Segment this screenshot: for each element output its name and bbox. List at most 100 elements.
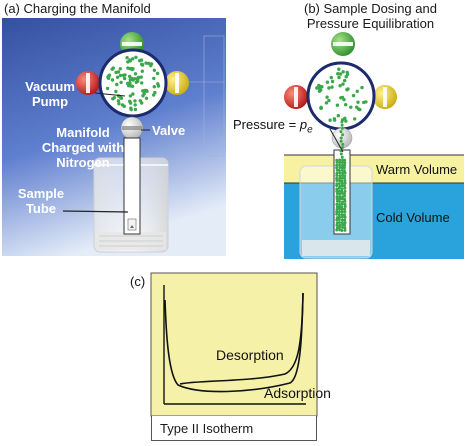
nitrogen-dot xyxy=(144,61,148,65)
nitrogen-dot xyxy=(342,184,346,188)
nitrogen-dot xyxy=(122,76,127,81)
nitrogen-dot xyxy=(335,218,339,222)
nitrogen-dot xyxy=(336,114,340,118)
nitrogen-dot xyxy=(133,107,138,112)
nitrogen-dot xyxy=(343,226,347,230)
nitrogen-molecules-a xyxy=(105,55,161,112)
nitrogen-dot xyxy=(136,75,141,80)
nitrogen-dot xyxy=(343,199,347,203)
nitrogen-dot xyxy=(351,93,356,98)
nitrogen-dot xyxy=(340,205,344,209)
nitrogen-molecules-b xyxy=(315,67,368,123)
panel-b-title: (b) Sample Dosing and Pressure Equilibra… xyxy=(304,1,437,31)
pressure-symbol: p xyxy=(299,117,308,132)
nitrogen-dot xyxy=(335,223,339,227)
nitrogen-dot xyxy=(131,78,135,82)
nitrogen-dot xyxy=(335,212,339,216)
nitrogen-dot xyxy=(116,99,121,103)
nitrogen-dot xyxy=(339,152,343,156)
nitrogen-dot xyxy=(106,75,110,79)
nitrogen-dot xyxy=(343,194,347,198)
nitrogen-dot xyxy=(340,202,344,206)
nitrogen-dot xyxy=(128,94,133,98)
nitrogen-dot xyxy=(341,133,345,137)
panel-c-label: (c) xyxy=(130,274,146,289)
cold-volume-label: Cold Volume xyxy=(376,210,450,225)
nitrogen-dot xyxy=(338,171,342,175)
nitrogen-dot xyxy=(114,70,118,75)
desorption-label: Desorption xyxy=(216,347,284,363)
nitrogen-dot xyxy=(126,66,130,70)
nitrogen-dot xyxy=(133,103,137,107)
pressure-label: Pressure = pe xyxy=(233,117,313,138)
nitrogen-dot xyxy=(343,210,347,214)
nitrogen-dot xyxy=(340,210,344,214)
nitrogen-dot xyxy=(339,96,343,100)
nitrogen-dot xyxy=(340,229,344,232)
nitrogen-dot xyxy=(343,174,347,178)
right-valve-yellow-b xyxy=(373,85,397,109)
nitrogen-dot xyxy=(324,101,329,105)
nitrogen-dot xyxy=(345,70,349,75)
nitrogen-dot xyxy=(343,215,347,219)
nitrogen-dot xyxy=(335,171,339,175)
nitrogen-dot xyxy=(344,119,348,123)
sample-tube-label: Sample Tube xyxy=(13,186,69,216)
desorption-curve xyxy=(179,292,304,385)
nitrogen-dot xyxy=(340,123,344,127)
nitrogen-dot xyxy=(136,79,140,84)
nitrogen-dot xyxy=(131,57,135,61)
nitrogen-dot xyxy=(337,168,341,172)
nitrogen-dot xyxy=(343,161,347,165)
adsorbed-nitrogen-column xyxy=(335,158,347,232)
nitrogen-dot xyxy=(338,207,341,211)
nitrogen-dot xyxy=(337,225,341,229)
nitrogen-dot xyxy=(114,89,118,94)
vacuum-pump-label-line2: Pump xyxy=(31,94,69,109)
nitrogen-dot xyxy=(343,221,347,225)
nitrogen-dot xyxy=(341,70,345,74)
nitrogen-dot xyxy=(341,158,344,162)
nitrogen-dot xyxy=(340,126,344,130)
nitrogen-dot xyxy=(358,107,362,112)
pressure-label-text: Pressure = xyxy=(233,117,300,132)
adsorption-label: Adsorption xyxy=(264,385,331,401)
nitrogen-dot xyxy=(338,221,341,224)
nitrogen-dot xyxy=(341,142,345,146)
sample-tube-label-line1: Sample xyxy=(17,186,65,201)
nitrogen-dot xyxy=(340,146,344,150)
nitrogen-dot xyxy=(318,85,322,89)
nitrogen-dot xyxy=(147,61,151,66)
nitrogen-dot xyxy=(335,189,339,193)
nitrogen-dot xyxy=(105,86,110,91)
nitrogen-dot xyxy=(338,163,341,167)
nitrogen-dot xyxy=(355,89,359,94)
nitrogen-dot xyxy=(335,228,339,232)
nitrogen-dot xyxy=(335,221,339,225)
nitrogen-dot xyxy=(340,215,344,219)
nitrogen-dot xyxy=(335,192,339,196)
nitrogen-dot xyxy=(342,166,346,170)
nitrogen-dot xyxy=(343,228,347,232)
nitrogen-dot xyxy=(144,96,149,101)
nitrogen-dot xyxy=(343,179,347,183)
nitrogen-dot xyxy=(330,79,335,84)
nitrogen-dot xyxy=(121,73,126,78)
nitrogen-dot xyxy=(139,75,143,79)
nitrogen-dot xyxy=(337,186,341,190)
nitrogen-dot xyxy=(338,200,341,203)
nitrogen-dot xyxy=(339,139,343,143)
nitrogen-dot xyxy=(353,117,357,121)
nitrogen-dot xyxy=(343,192,346,196)
nitrogen-dot xyxy=(149,63,153,68)
nitrogen-dot xyxy=(343,205,347,208)
manifold-label-line1: Manifold xyxy=(56,125,110,140)
nitrogen-dot xyxy=(340,163,344,167)
nitrogen-dot xyxy=(335,195,339,199)
right-valve-yellow xyxy=(165,71,189,95)
nitrogen-dot xyxy=(336,72,340,76)
panel-b xyxy=(284,32,464,259)
nitrogen-dot xyxy=(329,75,333,80)
nitrogen-dot xyxy=(134,55,138,59)
nitrogen-dot xyxy=(319,105,323,110)
